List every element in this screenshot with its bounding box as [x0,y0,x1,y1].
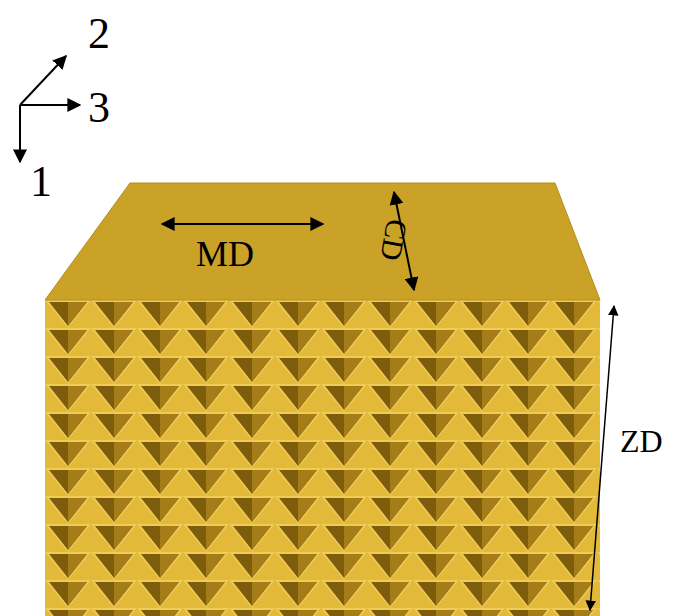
axis-label: 1 [30,160,52,204]
direction-label: ZD [620,425,663,457]
axes [20,56,80,162]
front-face [45,300,600,616]
axis-label: 2 [88,12,110,56]
top-face [45,183,600,300]
direction-label: MD [196,236,254,272]
axis-label: 3 [88,86,110,130]
md-arrow [162,223,323,225]
zd-arrow [590,306,614,610]
direction-label: CD [375,217,412,263]
